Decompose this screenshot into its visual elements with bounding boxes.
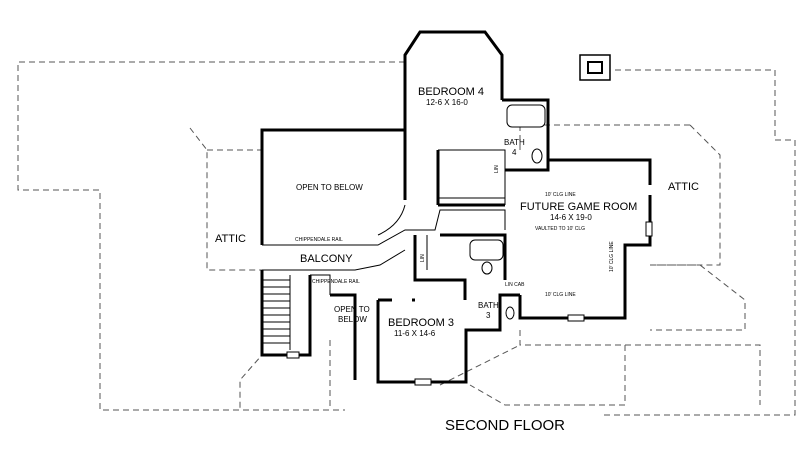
game-room-note: VAULTED TO 10' CLG [535, 226, 585, 232]
open-to-below-lower-1: OPEN TO [334, 305, 370, 314]
lin-upper-label: LIN [494, 165, 500, 173]
bedroom3-size: 11-6 X 14-6 [394, 329, 436, 338]
attic-left: ATTIC [215, 233, 246, 245]
floor-title: SECOND FLOOR [445, 417, 565, 434]
bath-fixtures [469, 104, 546, 320]
open-to-below-upper: OPEN TO BELOW [296, 183, 363, 192]
bath4-number: 4 [512, 148, 517, 157]
clg-line-bottom: 10' CLG LINE [545, 292, 576, 298]
lin-lower-label: LIN [420, 254, 426, 262]
bedroom3-name: BEDROOM 3 [388, 317, 454, 329]
stair-treads [262, 275, 291, 350]
chimney [579, 54, 611, 81]
chippendale-rail-lower: CHIPPENDALE RAIL [312, 279, 360, 285]
open-to-below-lower-2: BELOW [338, 315, 367, 324]
bedroom4-size: 12-6 X 16-0 [426, 98, 468, 107]
bath4-name: BATH [504, 138, 525, 147]
clg-line-top: 10' CLG LINE [545, 192, 576, 198]
bath3-name: BATH [478, 301, 499, 310]
bath3-number: 3 [486, 311, 491, 320]
balcony-label: BALCONY [300, 253, 353, 265]
walls [260, 30, 652, 384]
lin-cab-label: LIN CAB [505, 282, 525, 288]
game-room-size: 14-6 X 19-0 [550, 213, 592, 222]
bedroom4-name: BEDROOM 4 [418, 86, 484, 98]
windows [286, 221, 653, 386]
game-room-name: FUTURE GAME ROOM [520, 201, 637, 213]
attic-right: ATTIC [668, 181, 699, 193]
chippendale-rail-upper: CHIPPENDALE RAIL [295, 237, 343, 243]
clg-line-side: 10' CLG LINE [609, 241, 615, 272]
